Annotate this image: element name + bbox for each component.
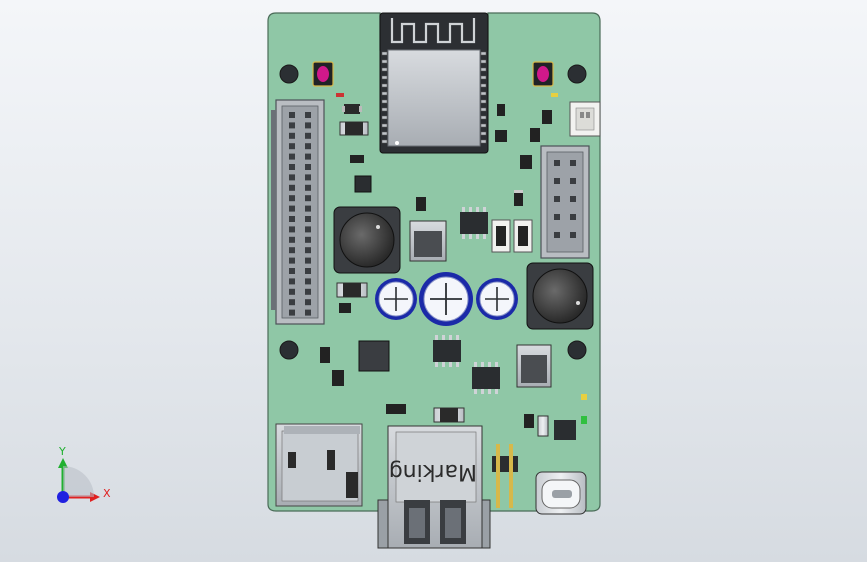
mounting-hole-top-right [567, 64, 587, 84]
ic-soic-1 [460, 207, 488, 239]
header-pin [305, 195, 311, 202]
ic-soic-3 [472, 362, 500, 394]
header-pin [289, 122, 295, 129]
header-pin [305, 288, 311, 295]
header-side-ribs [271, 110, 276, 310]
header-pin [289, 247, 295, 254]
z-axis-dot [57, 491, 69, 503]
rj45-ethernet-jack[interactable]: Marking [377, 425, 491, 549]
header-pin [289, 257, 295, 264]
header-pin [570, 160, 576, 166]
header-pin [289, 268, 295, 274]
header-pin [289, 174, 295, 181]
header-pin [305, 309, 311, 316]
ic-soic-2 [433, 335, 461, 367]
header-pin [305, 236, 311, 243]
x-axis-label: X [103, 487, 111, 500]
sd-card-socket[interactable] [275, 423, 363, 507]
header-pin [305, 164, 311, 170]
ic-chips [358, 207, 576, 440]
y-axis-label: Y [58, 445, 66, 458]
header-pin [305, 153, 311, 160]
header-pin [289, 143, 295, 150]
diode-box-2 [516, 344, 552, 388]
push-button-left[interactable] [312, 61, 334, 87]
push-button-right[interactable] [532, 61, 554, 87]
header-pin [289, 132, 295, 139]
ic-small-dual [491, 219, 533, 253]
header-pin [305, 226, 311, 233]
header-pin [305, 143, 311, 150]
header-pin [289, 184, 295, 191]
smd-components [320, 93, 587, 437]
header-pin [289, 278, 295, 285]
header-pin [554, 214, 560, 220]
header-pin [305, 112, 311, 118]
header-pin [305, 132, 311, 139]
header-pin [289, 112, 295, 118]
xy-plane-quadrant [63, 466, 94, 497]
header-pin [289, 205, 295, 212]
header-pin [289, 164, 295, 170]
header-pin [305, 299, 311, 306]
pin-header-2x20[interactable] [271, 99, 325, 325]
header-pin [289, 309, 295, 316]
header-pin [305, 278, 311, 285]
silkscreen-marking-text: Marking [389, 459, 477, 484]
header-pin [305, 247, 311, 254]
diode-box-1 [409, 220, 447, 262]
power-inductor-2 [526, 262, 594, 330]
mounting-holes [279, 64, 587, 360]
electrolytic-capacitor-3 [476, 278, 518, 320]
electrolytic-capacitor-2 [419, 272, 473, 326]
header-pins [289, 112, 311, 316]
header-pins-small [554, 160, 576, 238]
pin1-marker [395, 141, 399, 145]
diode-smd-2 [433, 407, 465, 423]
header-pin [289, 226, 295, 233]
header-pin [289, 153, 295, 160]
header-pin [554, 196, 560, 202]
header-pin [305, 205, 311, 212]
header-pin [305, 257, 311, 264]
header-pin [305, 216, 311, 222]
ic-qfn [358, 340, 390, 372]
mounting-hole-bottom-left [279, 340, 299, 360]
header-pin [570, 232, 576, 238]
header-pin [554, 232, 560, 238]
header-pin [570, 214, 576, 220]
antenna-trace [390, 18, 476, 44]
header-pin [289, 288, 295, 295]
header-pin [289, 299, 295, 306]
pin-header-1x2[interactable] [492, 444, 518, 508]
diode-smd-1 [336, 282, 368, 298]
rf-shield [387, 49, 481, 147]
header-pin [305, 174, 311, 181]
module-pins [381, 51, 487, 144]
electrolytic-capacitor-1 [375, 278, 417, 320]
jst-connector[interactable] [569, 101, 601, 137]
mounting-hole-top-left [279, 64, 299, 84]
ic-near-leds [554, 420, 576, 440]
mounting-hole-bottom-right [567, 340, 587, 360]
orientation-triad: X Y [57, 445, 111, 503]
pin-header-2x5[interactable] [540, 145, 590, 259]
wifi-module[interactable] [379, 12, 489, 154]
header-pin [570, 178, 576, 184]
header-pin [289, 216, 295, 222]
header-pin [305, 268, 311, 274]
power-inductor-1 [333, 206, 401, 274]
header-pin [554, 160, 560, 166]
usb-c-connector[interactable] [535, 471, 587, 515]
header-pin [289, 236, 295, 243]
header-pin [289, 195, 295, 202]
header-pin [570, 196, 576, 202]
header-pin [305, 184, 311, 191]
header-pin [554, 178, 560, 184]
header-pin [305, 122, 311, 129]
